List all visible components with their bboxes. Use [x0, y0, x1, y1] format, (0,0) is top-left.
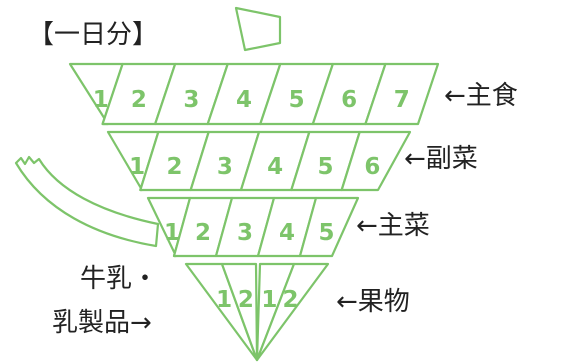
label-side-dish: ←副菜 — [404, 144, 478, 174]
diagram-title: 【一日分】 — [28, 20, 159, 50]
dairy-serving-number: 2 — [238, 287, 254, 313]
fruit-serving-cell — [255, 262, 330, 362]
dairy-serving-number: 1 — [216, 287, 232, 313]
staple-serving-number: 1 — [93, 87, 109, 113]
side-serving-number: 2 — [166, 154, 182, 180]
label-main-dish: ←主菜 — [356, 211, 430, 241]
fruit-serving-number: 1 — [261, 287, 277, 313]
side-serving-number: 3 — [217, 154, 233, 180]
staple-serving-number: 7 — [394, 87, 410, 113]
top-handle-shape — [234, 6, 282, 52]
main-serving-number: 3 — [237, 220, 253, 246]
staple-serving-number: 6 — [341, 87, 357, 113]
main-serving-number: 2 — [195, 220, 211, 246]
staple-serving-number: 5 — [289, 87, 305, 113]
side-serving-number: 5 — [317, 154, 333, 180]
label-dairy-line2: 乳製品→ — [52, 308, 152, 338]
fruit-serving-number: 2 — [282, 287, 298, 313]
main-serving-cell — [298, 196, 360, 258]
side-serving-cell — [340, 130, 412, 192]
side-serving-number: 4 — [267, 154, 283, 180]
side-serving-number: 6 — [364, 154, 380, 180]
staple-serving-cell — [364, 62, 440, 126]
main-serving-number: 5 — [318, 220, 334, 246]
label-fruit: ←果物 — [336, 287, 410, 317]
staple-serving-number: 3 — [183, 87, 199, 113]
main-serving-number: 1 — [164, 220, 180, 246]
side-serving-number: 1 — [129, 154, 145, 180]
dairy-serving-cell — [220, 262, 259, 362]
staple-serving-number: 4 — [236, 87, 252, 113]
staple-serving-number: 2 — [131, 87, 147, 113]
string-ribbon-shape — [14, 155, 160, 248]
main-serving-number: 4 — [279, 220, 295, 246]
label-staple: ←主食 — [444, 81, 518, 111]
label-dairy-line1: 牛乳・ — [80, 264, 159, 294]
